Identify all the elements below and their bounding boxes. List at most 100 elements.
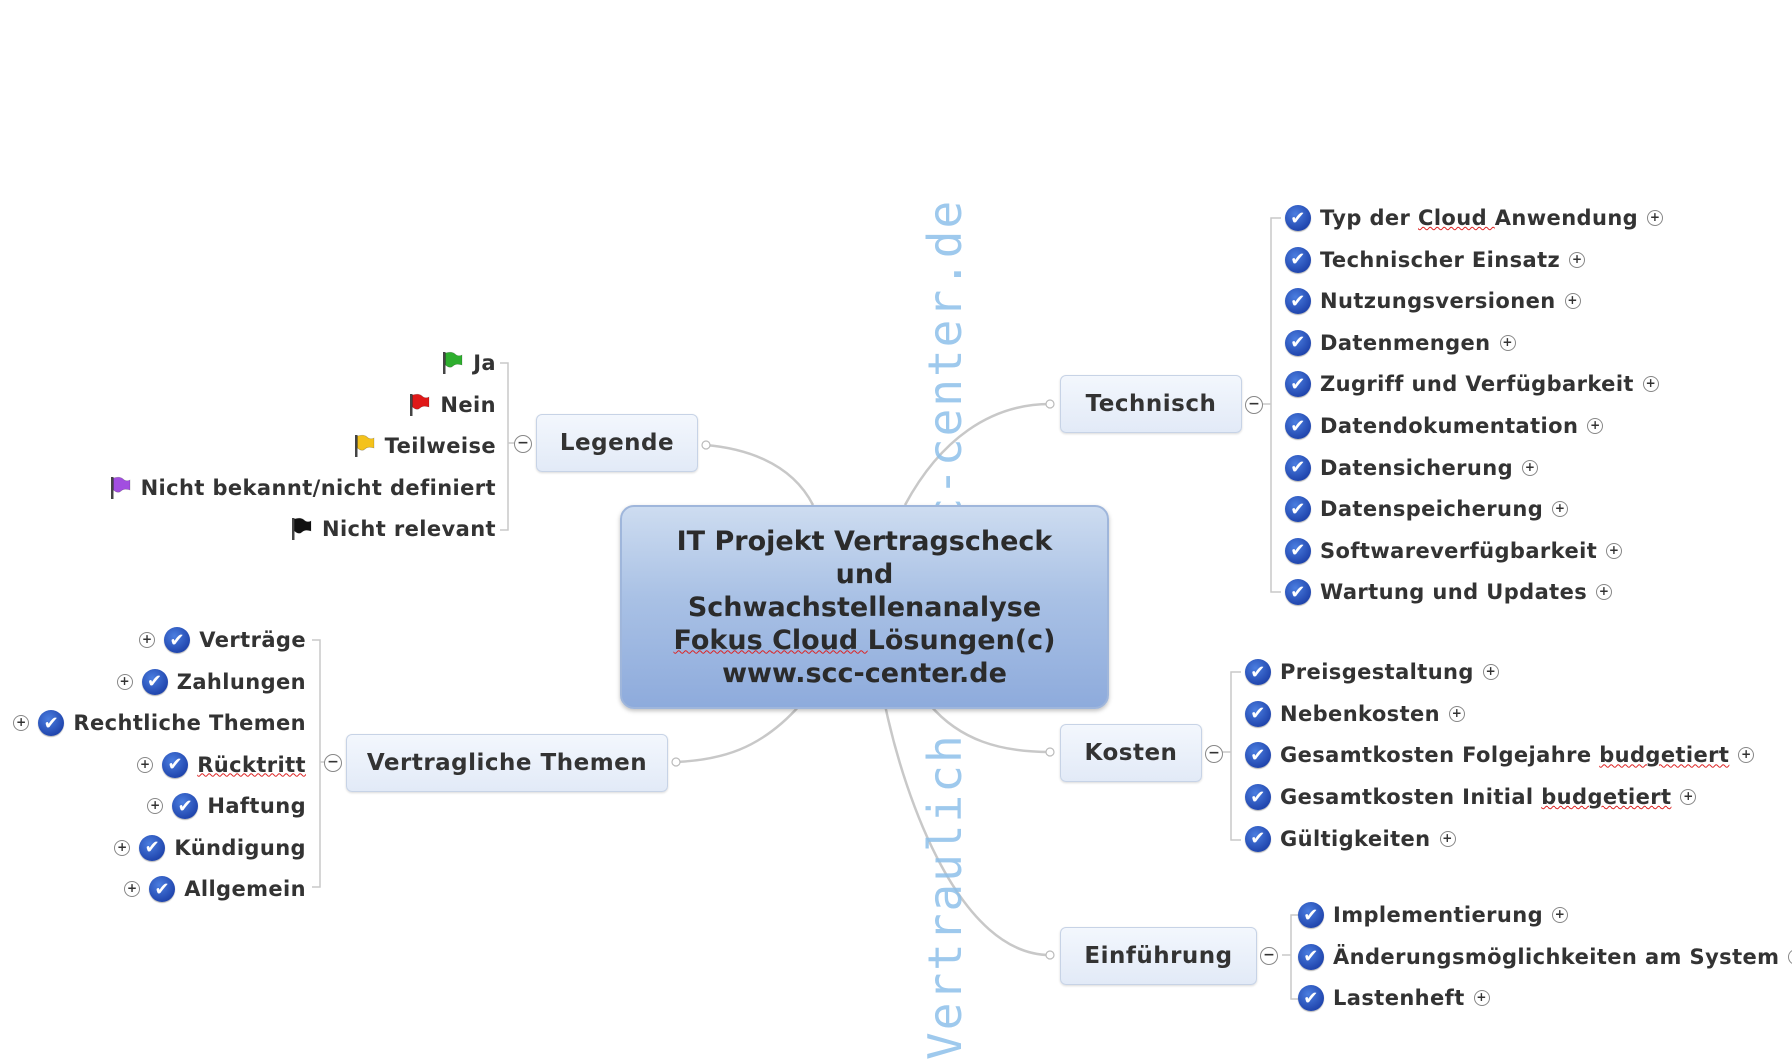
subtopic-nebenkosten[interactable]: ✔Nebenkosten+	[1245, 693, 1466, 735]
legend-item-nicht-bekannt-nicht-definiert[interactable]: Nicht bekannt/nicht definiert	[108, 467, 496, 509]
check-icon: ✔	[1285, 496, 1311, 523]
legend-item-nicht-relevant[interactable]: Nicht relevant	[289, 508, 496, 550]
topic-einfuehrung-label: Einführung	[1084, 943, 1233, 969]
expand-plus-icon[interactable]: +	[116, 673, 133, 690]
legend-item-teilweise[interactable]: Teilweise	[352, 425, 496, 467]
expand-plus-icon[interactable]: +	[1473, 990, 1490, 1006]
flag-cloth	[356, 434, 374, 451]
subtopic-datenmengen[interactable]: ✔ Datenmengen +	[1285, 322, 1516, 364]
subtopic-label: Typ der Cloud Anwendung	[1320, 206, 1639, 230]
subtopic-label: Datenspeicherung	[1320, 497, 1544, 522]
dot-vertragliche	[671, 757, 681, 767]
topic-vertragliche-themen[interactable]: Vertragliche Themen	[346, 734, 668, 792]
legend-item-label: Nicht relevant	[321, 517, 496, 541]
connector-einfuehrung	[883, 704, 1051, 957]
collapse-vertragliche-minus-icon[interactable]: −	[324, 754, 342, 772]
expand-plus-icon[interactable]: +	[1738, 747, 1755, 764]
topic-legende[interactable]: Legende	[536, 414, 698, 472]
expand-plus-icon[interactable]: +	[1788, 948, 1792, 965]
subtopic-wartung-und-updates[interactable]: ✔Wartung und Updates+	[1285, 571, 1613, 613]
subtopic-implementierung[interactable]: ✔Implementierung+	[1298, 894, 1569, 936]
expand-plus-icon[interactable]: +	[1596, 584, 1613, 601]
expand-plus-icon[interactable]: +	[1587, 418, 1604, 434]
subtopic-technischer-einsatz[interactable]: ✔Technischer Einsatz+	[1285, 239, 1586, 281]
legend-item-ja[interactable]: Ja	[440, 342, 496, 384]
subtopic-label: Zugriff und Verfügbarkeit	[1320, 372, 1634, 397]
expand-plus-icon[interactable]: +	[1552, 501, 1569, 518]
collapse-einfuehrung-minus-icon[interactable]: −	[1260, 947, 1278, 965]
subtopic-nutzungsversionen[interactable]: ✔Nutzungsversionen+	[1285, 280, 1581, 322]
topic-einfuehrung[interactable]: Einführung	[1060, 927, 1257, 985]
expand-plus-icon[interactable]: +	[147, 798, 164, 814]
subtopic-gesamtkosten-initial-budgetiert[interactable]: ✔Gesamtkosten Initial budgetiert+	[1245, 776, 1697, 818]
expand-plus-icon[interactable]: +	[1647, 210, 1664, 226]
legend-item-nein[interactable]: Nein	[407, 384, 496, 426]
dot-kosten	[1045, 747, 1055, 757]
central-line-1: IT Projekt Vertragscheck	[676, 525, 1053, 557]
subtopic-label: Kündigung	[174, 835, 306, 860]
subtopic-label: Änderungsmöglichkeiten am System	[1333, 944, 1780, 969]
expand-plus-icon[interactable]: +	[1522, 459, 1539, 476]
topic-kosten-label: Kosten	[1084, 740, 1178, 766]
subtopic-softwareverfugbarkeit[interactable]: ✔Softwareverfügbarkeit+	[1285, 530, 1623, 572]
expand-plus-icon[interactable]: +	[1499, 334, 1516, 351]
dot-technisch	[1045, 399, 1055, 409]
check-icon: ✔	[149, 876, 176, 902]
topic-technisch[interactable]: Technisch	[1060, 375, 1242, 433]
subtopic-anderungsmoglichkeiten-am-system[interactable]: ✔Änderungsmöglichkeiten am System+	[1298, 936, 1792, 978]
subtopic-gesamtkosten-folgejahre-budgetiert[interactable]: ✔Gesamtkosten Folgejahre budgetiert+	[1245, 734, 1755, 776]
subtopic-datenspeicherung[interactable]: ✔ Datenspeicherung +	[1285, 488, 1569, 530]
subtopic-datendokumentation[interactable]: ✔Datendokumentation+	[1285, 405, 1604, 447]
expand-plus-icon[interactable]: +	[137, 756, 154, 773]
flag-cloth	[445, 351, 463, 368]
subtopic-label: Datenmengen	[1320, 330, 1491, 355]
subtopic-haftung[interactable]: +✔Haftung	[147, 785, 306, 827]
expand-plus-icon[interactable]: +	[1439, 830, 1456, 847]
expand-plus-icon[interactable]: +	[124, 881, 141, 897]
expand-plus-icon[interactable]: +	[1482, 664, 1499, 680]
subtopic-allgemein[interactable]: +✔Allgemein	[124, 868, 306, 910]
check-icon: ✔	[1285, 205, 1311, 231]
expand-plus-icon[interactable]: +	[13, 715, 30, 731]
subtopic-kundigung[interactable]: +✔Kündigung	[114, 827, 306, 869]
expand-plus-icon[interactable]: +	[1642, 376, 1659, 393]
subtopic-zahlungen[interactable]: +✔Zahlungen	[116, 661, 306, 703]
check-icon: ✔	[1285, 329, 1311, 356]
expand-plus-icon[interactable]: +	[1569, 251, 1586, 268]
subtopic-vertrage[interactable]: +✔Verträge	[139, 619, 306, 661]
subtopic-rechtliche-themen[interactable]: +✔Rechtliche Themen	[13, 702, 306, 744]
subtopic-label: Gültigkeiten	[1280, 826, 1431, 851]
collapse-legende-minus-icon[interactable]: −	[514, 435, 532, 453]
topic-legende-label: Legende	[559, 430, 675, 456]
legend-item-label: Nein	[440, 392, 496, 417]
collapse-kosten-minus-icon[interactable]: −	[1205, 745, 1223, 763]
subtopic-datensicherung[interactable]: ✔Datensicherung+	[1285, 447, 1539, 489]
dot-einfuehrung	[1045, 950, 1055, 960]
check-icon: ✔	[1285, 537, 1311, 564]
subtopic-lastenheft[interactable]: ✔Lastenheft+	[1298, 977, 1490, 1019]
expand-plus-icon[interactable]: +	[1449, 705, 1466, 722]
check-icon: ✔	[1245, 784, 1271, 811]
topic-kosten[interactable]: Kosten	[1060, 724, 1202, 782]
subtopic-gultigkeiten[interactable]: ✔Gültigkeiten+	[1245, 818, 1456, 860]
expand-plus-icon[interactable]: +	[1606, 542, 1623, 559]
flag-pole	[291, 518, 295, 540]
expand-plus-icon[interactable]: +	[1552, 907, 1569, 923]
subtopic-label: Verträge	[199, 628, 306, 652]
subtopic-zugriff-und-verfugbarkeit[interactable]: ✔Zugriff und Verfügbarkeit+	[1285, 363, 1659, 405]
central-topic[interactable]: IT Projekt Vertragscheck und Schwachstel…	[620, 505, 1109, 709]
subtopic-label: Implementierung	[1333, 903, 1544, 927]
subtopic-label: Gesamtkosten Folgejahre budgetiert	[1280, 743, 1730, 768]
check-icon: ✔	[1285, 413, 1311, 439]
subtopic-preisgestaltung[interactable]: ✔Preisgestaltung+	[1245, 651, 1499, 693]
check-icon: ✔	[1285, 246, 1311, 273]
subtopic-typ-der-cloud-anwendung[interactable]: ✔ Typ der Cloud Anwendung +	[1285, 197, 1664, 239]
subtopic-rucktritt[interactable]: +✔Rücktritt	[137, 744, 306, 786]
expand-plus-icon[interactable]: +	[1680, 789, 1697, 806]
collapse-technisch-minus-icon[interactable]: −	[1245, 396, 1263, 414]
expand-plus-icon[interactable]: +	[114, 839, 131, 856]
expand-plus-icon[interactable]: +	[139, 632, 156, 648]
expand-plus-icon[interactable]: +	[1564, 293, 1581, 310]
